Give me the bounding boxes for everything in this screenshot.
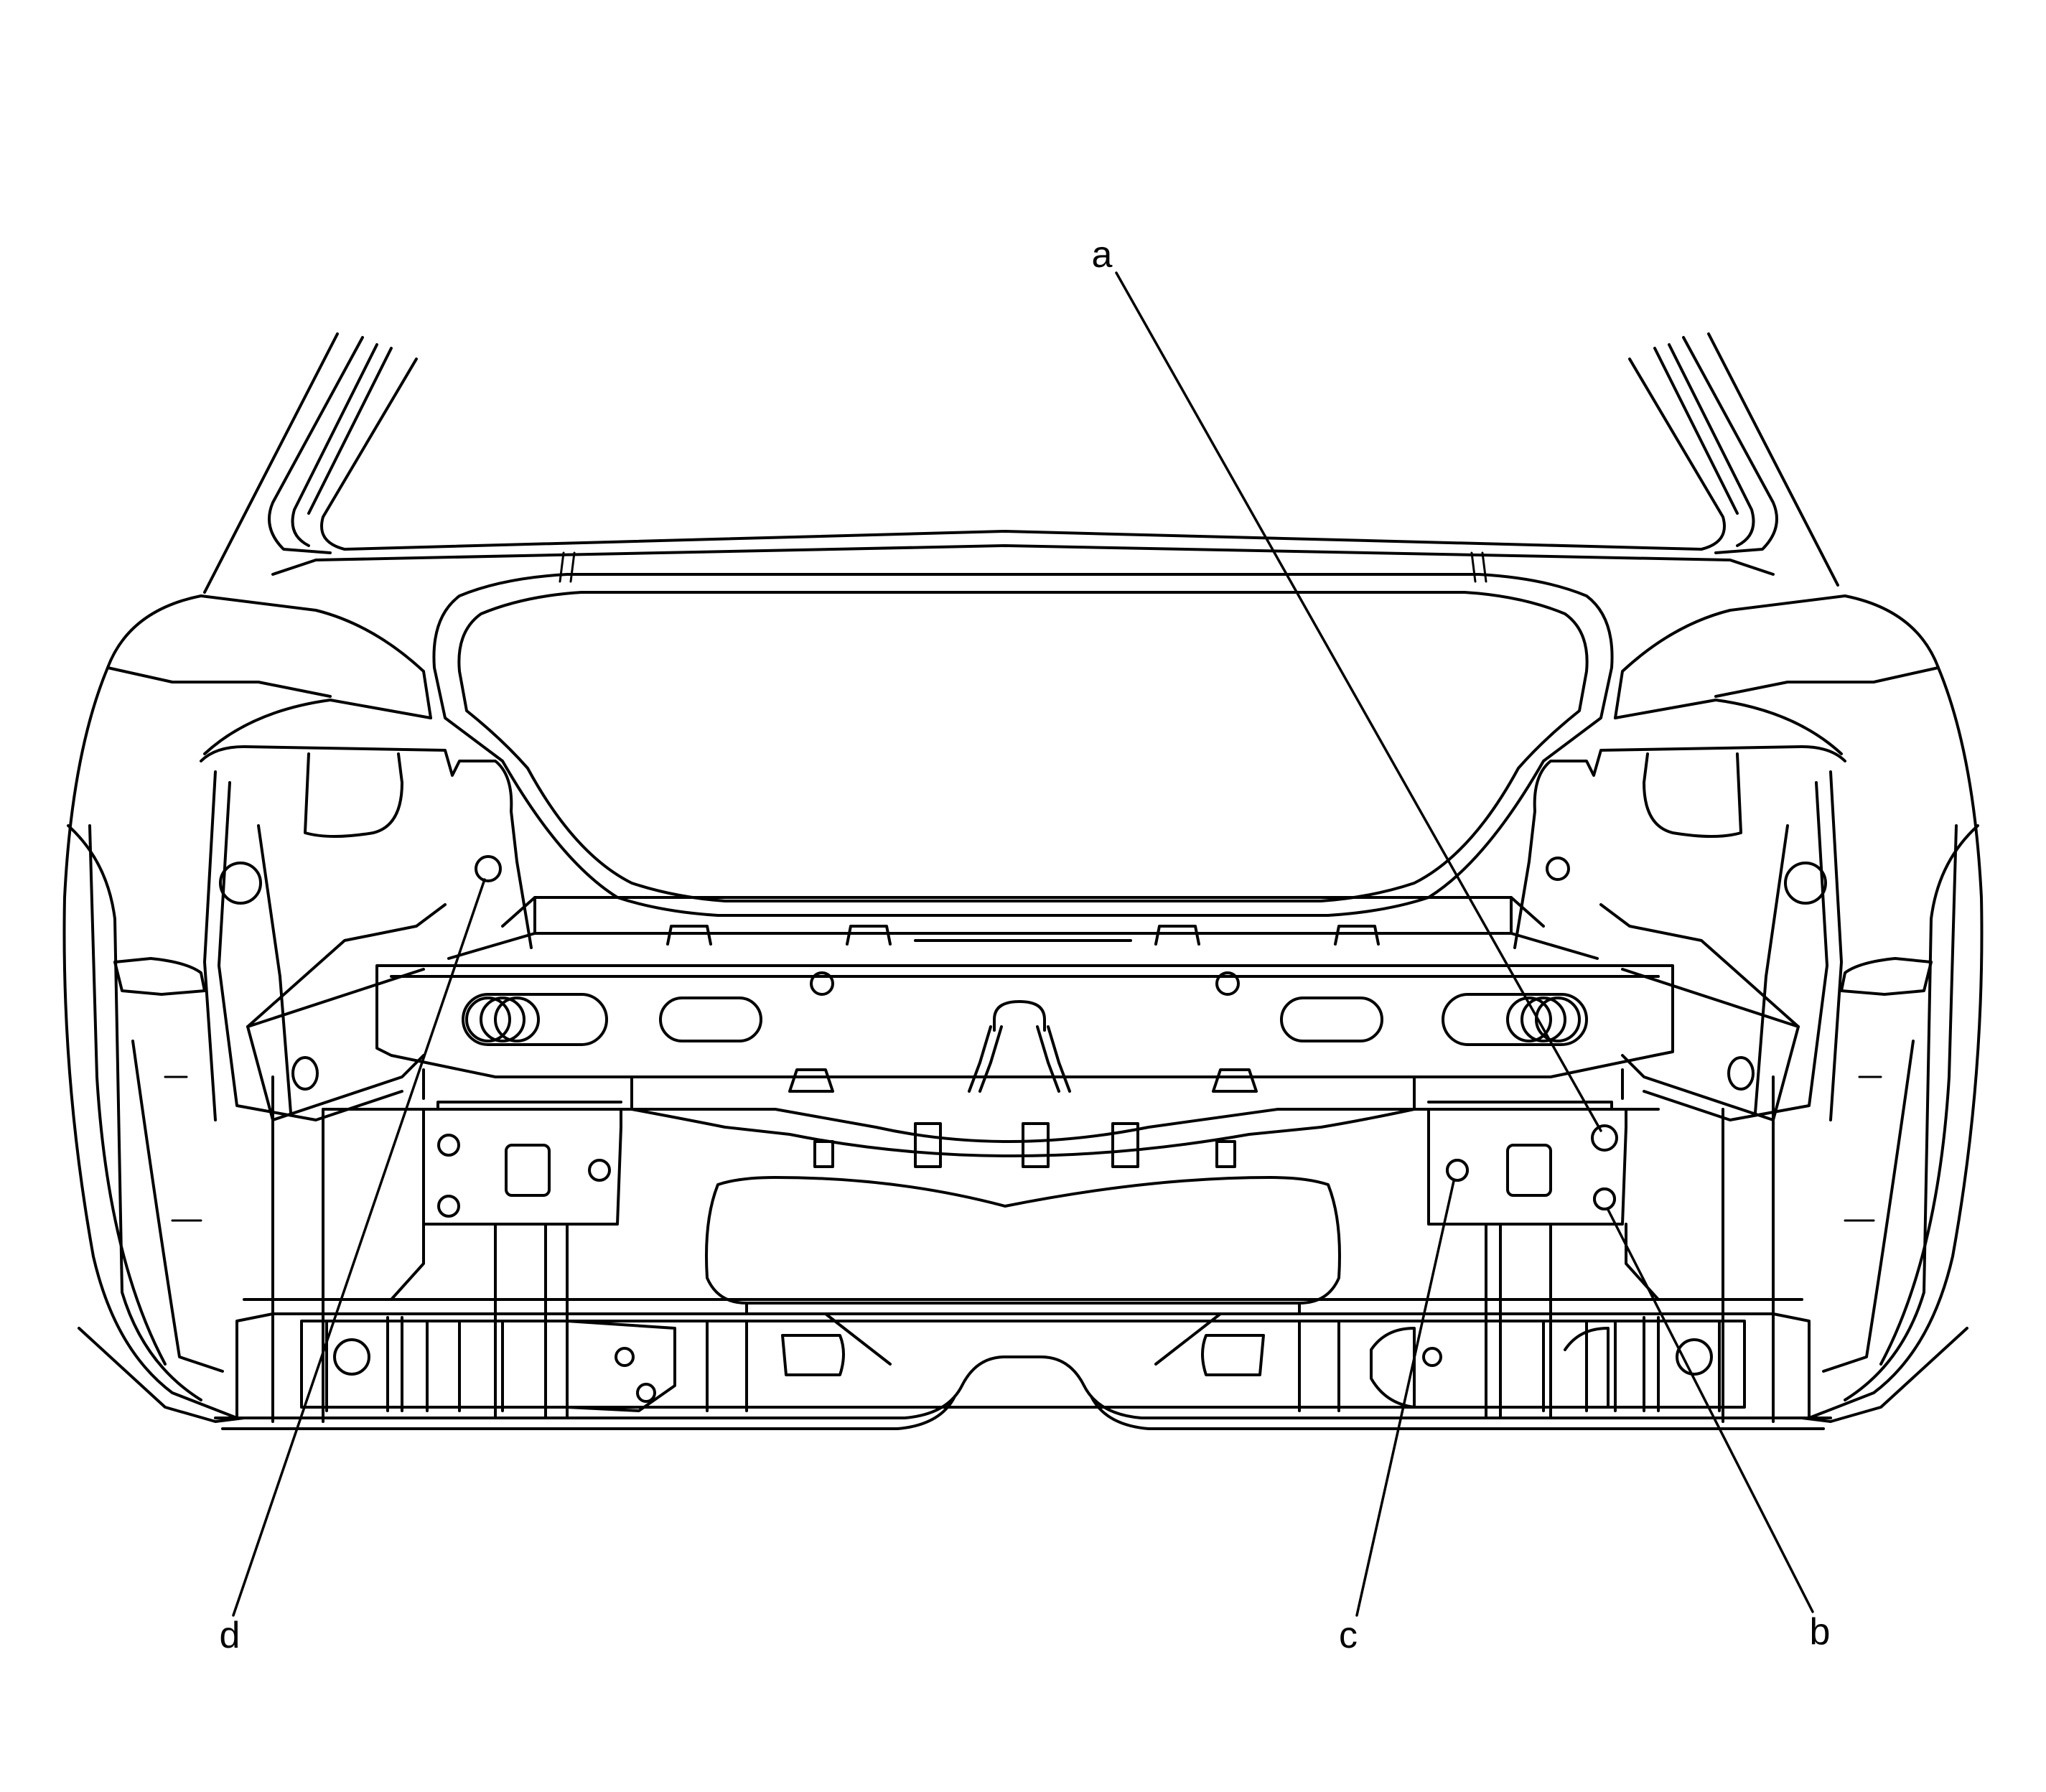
leader-line-b [1607,1208,1814,1613]
leader-line-d [232,878,486,1617]
lower-rear-panel [271,1068,1775,1423]
trunk-opening [432,573,1614,917]
fastener-hole-a [1591,1124,1618,1152]
leader-lines [232,271,1814,1617]
callout-label-a: a [1092,234,1113,276]
left-quarter-panel [62,594,533,1423]
callout-label-d: d [220,1615,240,1656]
callout-labels: a b c d [220,234,1831,1656]
fastener-holes [475,855,1618,1210]
rear-window-frame [203,332,1839,594]
callout-label-c: c [1339,1615,1358,1656]
fastener-hole-c [1446,1159,1469,1182]
right-quarter-panel [1513,594,1984,1423]
leader-line-a [1115,271,1602,1132]
leader-line-c [1355,1180,1455,1617]
fastener-hole-b [1593,1187,1616,1210]
rear-sill [214,1298,1832,1430]
upper-cross-member [375,896,1674,1100]
fastener-hole-d [475,855,502,882]
callout-label-b: b [1810,1611,1831,1653]
